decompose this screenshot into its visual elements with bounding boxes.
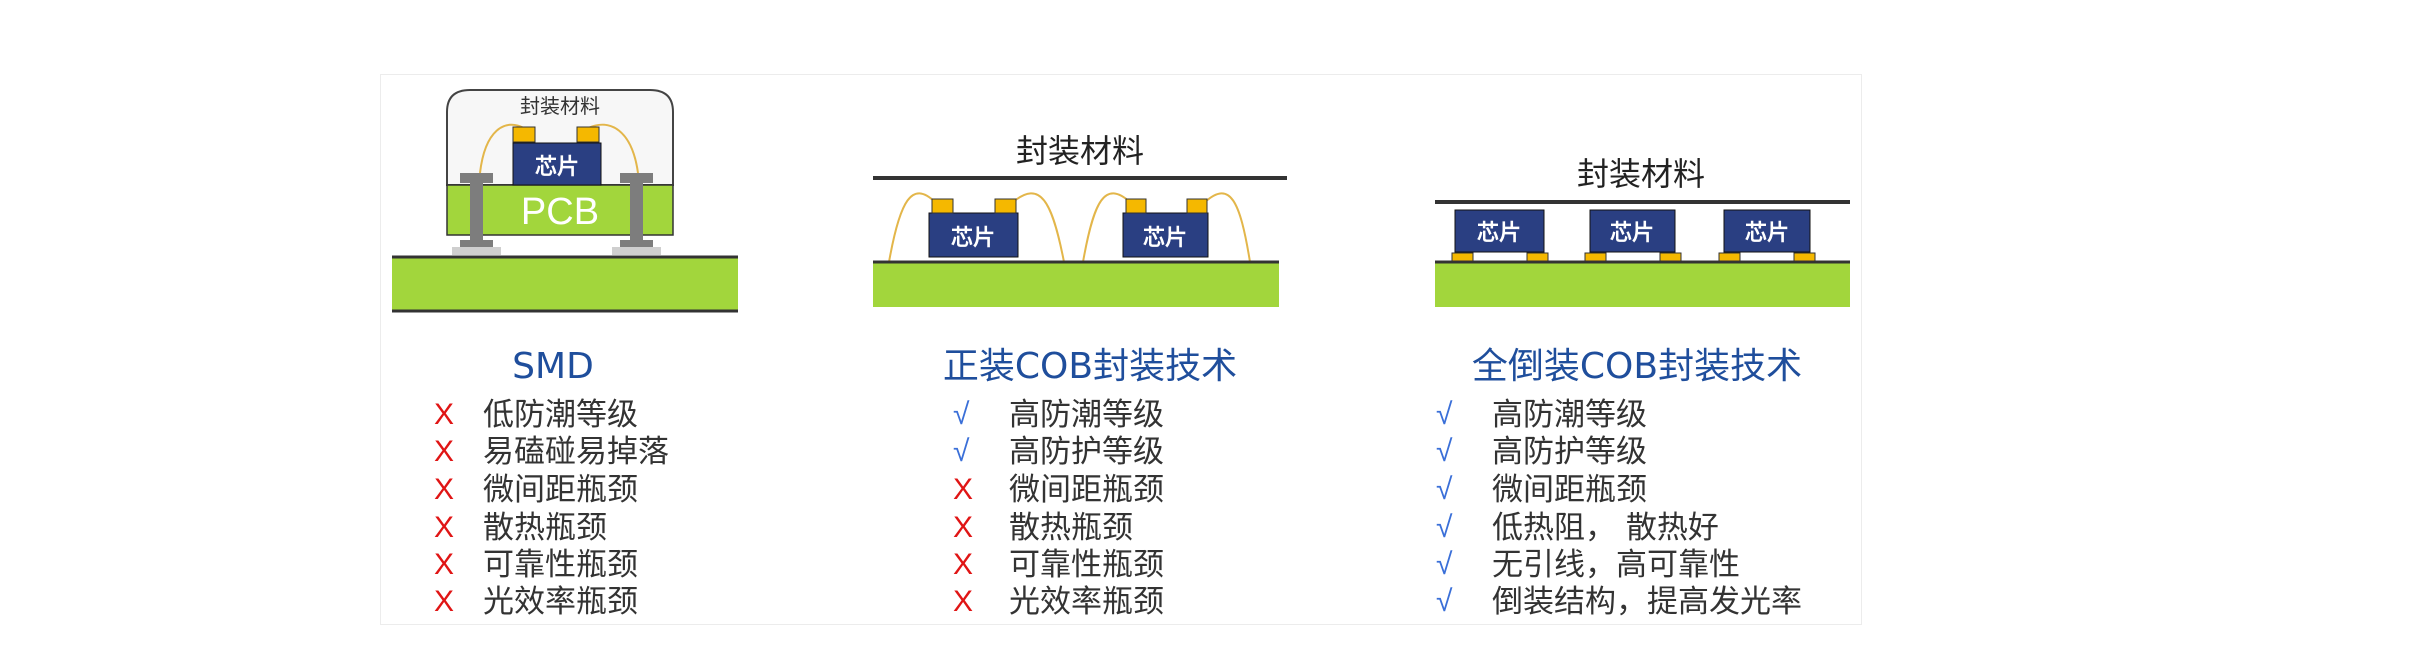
feature-item: 高防潮等级 <box>1492 397 1647 433</box>
smd-chip-label: 芯片 <box>535 154 579 180</box>
check-icon: √ <box>953 435 970 468</box>
smd-wire-left <box>479 123 525 174</box>
flip-chip-label: 芯片 <box>1477 220 1521 246</box>
cob-material-label: 封装材料 <box>1016 132 1144 170</box>
feature-item: 倒装结构，提高发光率 <box>1492 584 1802 620</box>
cross-icon: X <box>953 473 974 506</box>
flip-base-board <box>1435 262 1850 307</box>
cob-base-board <box>873 262 1279 307</box>
smd-base-board <box>392 257 738 311</box>
feature-item: 低热阻， 散热好 <box>1492 510 1719 546</box>
smd-material-label: 封装材料 <box>520 94 600 118</box>
column-title-cob: 正装COB封装技术 <box>942 346 1238 387</box>
check-icon: √ <box>1436 473 1453 506</box>
smd-wire-right <box>587 123 639 174</box>
feature-item: 可靠性瓶颈 <box>483 547 638 583</box>
feature-item: 微间距瓶颈 <box>483 472 638 508</box>
feature-item: 低防潮等级 <box>483 397 638 433</box>
feature-item: 高防潮等级 <box>1009 397 1164 433</box>
smd-pad <box>512 126 536 143</box>
flip-chip <box>1454 209 1545 253</box>
feature-item: 高防护等级 <box>1009 434 1164 470</box>
cross-icon: X <box>953 511 974 544</box>
flip-chip <box>1589 209 1676 253</box>
cross-icon: X <box>953 585 974 618</box>
feature-item: 高防护等级 <box>1492 434 1647 470</box>
feature-item: 微间距瓶颈 <box>1009 472 1164 508</box>
cob-chip <box>1122 212 1209 258</box>
smd-encapsulation-dome <box>446 89 674 186</box>
smd-posts <box>452 173 661 255</box>
smd-chip <box>512 142 602 186</box>
feature-item: 无引线，高可靠性 <box>1492 547 1740 583</box>
check-icon: √ <box>1436 511 1453 544</box>
flip-cob-diagram: 封装材料 芯片 芯片 芯片 <box>1435 155 1850 307</box>
flip-chip-label: 芯片 <box>1745 220 1789 246</box>
feature-item: 散热瓶颈 <box>1009 510 1133 546</box>
smd-diagram: 封装材料 PCB 芯片 <box>392 89 738 313</box>
cross-icon: X <box>953 548 974 581</box>
cross-icon: X <box>434 548 455 581</box>
smd-pcb-label: PCB <box>521 191 599 233</box>
cob-diagram: 封装材料 芯片 芯片 <box>873 132 1287 307</box>
cob-chip-label: 芯片 <box>951 225 995 251</box>
cob-chip-label: 芯片 <box>1143 225 1187 251</box>
cob-chip <box>928 212 1019 258</box>
cross-icon: X <box>434 585 455 618</box>
cross-icon: X <box>434 473 455 506</box>
flip-chip <box>1723 209 1811 253</box>
check-icon: √ <box>953 398 970 431</box>
feature-item: 易磕碰易掉落 <box>483 434 669 470</box>
feature-item: 散热瓶颈 <box>483 510 607 546</box>
cross-icon: X <box>434 435 455 468</box>
cross-icon: X <box>434 511 455 544</box>
feature-item: 光效率瓶颈 <box>483 584 638 620</box>
feature-item: 微间距瓶颈 <box>1492 472 1647 508</box>
check-icon: √ <box>1436 585 1453 618</box>
check-icon: √ <box>1436 435 1453 468</box>
flip-material-label: 封装材料 <box>1577 155 1705 193</box>
smd-pad <box>576 126 600 143</box>
check-icon: √ <box>1436 398 1453 431</box>
column-title-flip-cob: 全倒装COB封装技术 <box>1471 346 1803 387</box>
feature-item: 可靠性瓶颈 <box>1009 547 1164 583</box>
cross-icon: X <box>434 398 455 431</box>
flip-chip-label: 芯片 <box>1610 220 1654 246</box>
column-title-smd: SMD <box>512 346 594 387</box>
feature-item: 光效率瓶颈 <box>1009 584 1164 620</box>
check-icon: √ <box>1436 548 1453 581</box>
